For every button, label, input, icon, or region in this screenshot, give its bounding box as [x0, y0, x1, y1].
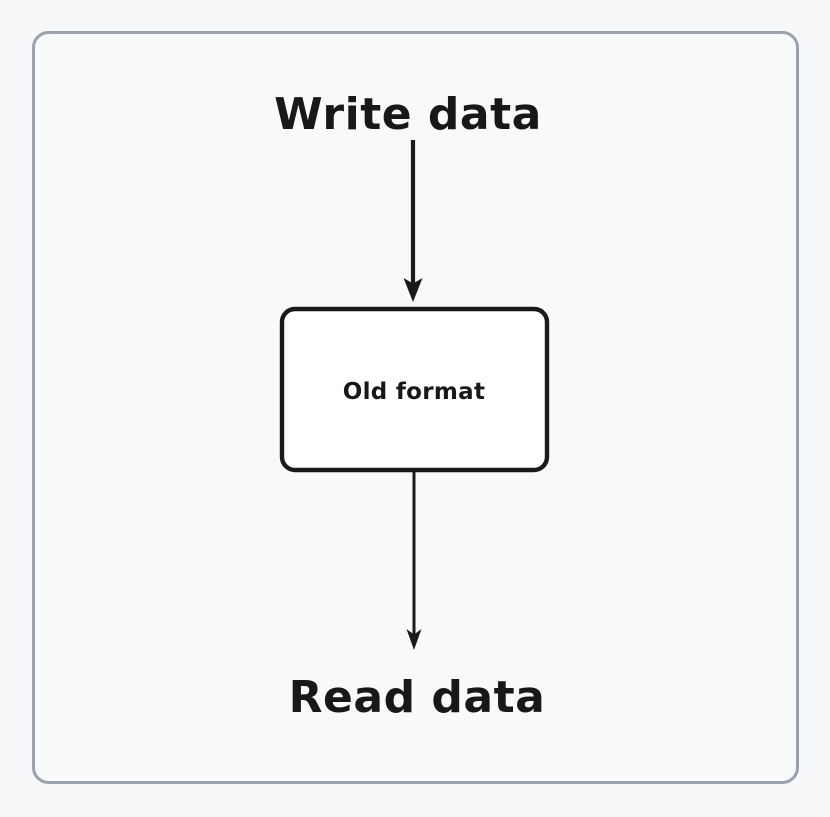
node-old-format[interactable]: Old format [279, 306, 550, 473]
read-data-label: Read data [289, 672, 546, 723]
arrow-write-to-node [403, 140, 423, 302]
node-old-format-label: Old format [343, 379, 486, 405]
arrow-node-to-read [406, 471, 422, 650]
write-data-label: Write data [274, 89, 542, 140]
